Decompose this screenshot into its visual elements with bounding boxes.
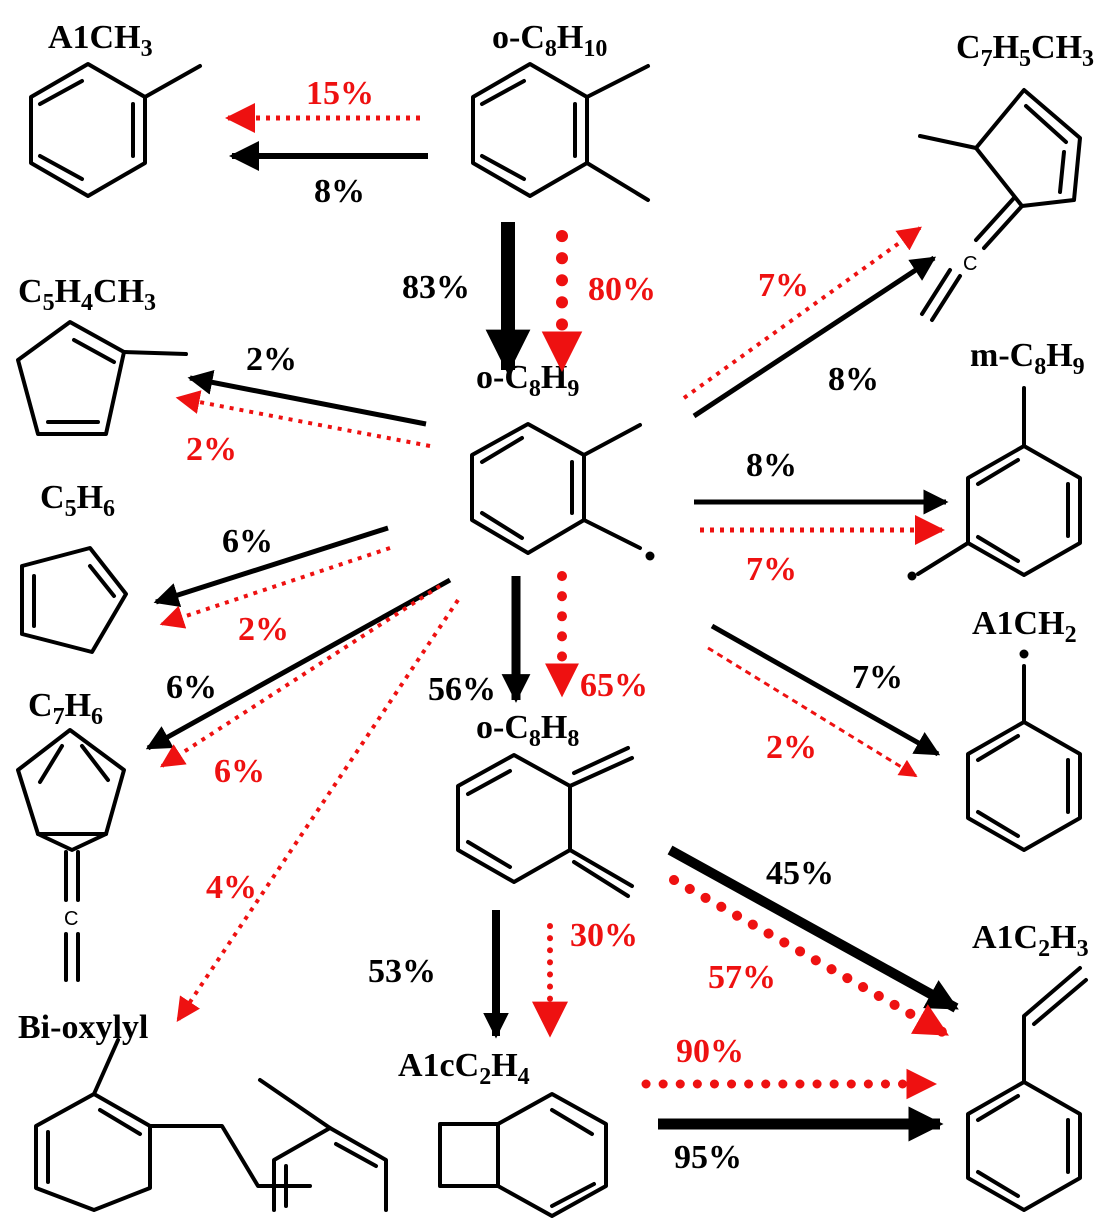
arrow-black-to-a1ch2 — [710, 623, 941, 757]
pct-c5h6-black: 6% — [222, 523, 273, 560]
radical-dot-o-c8h9 — [645, 551, 655, 561]
structure-o-c8h8 — [456, 746, 634, 898]
arrow-red-to-a1ch2 — [707, 646, 918, 778]
arrow-black-to-c5h6 — [153, 525, 389, 608]
label-m-c8h9: m-C8H9 — [970, 337, 1085, 380]
structure-c7h6: C — [16, 728, 126, 982]
arrow-black-to-c7h5ch3 — [692, 255, 937, 419]
pct-c7h6-black: 6% — [166, 669, 217, 706]
label-a1ch2: A1CH2 — [972, 605, 1077, 648]
arrow-black-to-c7h6 — [145, 577, 452, 751]
arrow-red-to-c5h4ch3 — [175, 390, 431, 448]
radical-dot-m-c8h9 — [907, 571, 917, 581]
pct-a1c2h3-from-oc8h8-red: 57% — [708, 959, 776, 996]
pct-a1ch2-black: 7% — [852, 659, 903, 696]
structure-o-c8h9 — [470, 422, 655, 561]
pct-a1cc2h4-red: 30% — [570, 917, 638, 954]
pct-oc8h9-black: 83% — [402, 269, 470, 306]
structure-c5h6 — [20, 546, 128, 654]
pct-oc8h8-black: 56% — [428, 671, 496, 708]
atom-c-c7h5ch3: C — [963, 253, 977, 275]
label-o-c8h10: o-C8H10 — [492, 19, 607, 62]
atom-c-c7h6: C — [64, 908, 78, 930]
arrow-red-oc8h8-to-a1c2h3 — [669, 875, 951, 1039]
pct-c5h6-red: 2% — [238, 611, 289, 648]
label-c5h4ch3: C5H4CH3 — [18, 273, 156, 316]
structure-o-c8h10 — [471, 62, 650, 202]
label-c7h5ch3: C7H5CH3 — [956, 29, 1094, 72]
pct-a1ch2-red: 2% — [766, 729, 817, 766]
pct-a1c2h3-from-a1cc2h4-black: 95% — [674, 1139, 742, 1176]
structure-bi-oxylyl — [34, 1038, 388, 1212]
pct-a1c2h3-from-a1cc2h4-red: 90% — [676, 1033, 744, 1070]
structure-c5h4ch3 — [16, 320, 188, 436]
pct-oc8h9-red: 80% — [588, 271, 656, 308]
label-c7h6: C7H6 — [28, 687, 103, 730]
pct-c5h4ch3-black: 2% — [246, 341, 297, 378]
structure-a1ch3 — [29, 62, 202, 198]
pct-oc8h8-red: 65% — [580, 667, 648, 704]
pct-c5h4ch3-red: 2% — [186, 431, 237, 468]
arrow-black-to-c5h4ch3 — [187, 370, 427, 427]
pct-c7h5ch3-black: 8% — [828, 361, 879, 398]
pct-a1cc2h4-black: 53% — [368, 953, 436, 990]
structure-a1c2h3 — [966, 966, 1088, 1212]
pct-a1ch3-black: 8% — [314, 173, 365, 210]
label-bi-oxylyl: Bi-oxylyl — [18, 1009, 148, 1046]
structure-m-c8h9 — [907, 386, 1082, 581]
pct-bioxylyl-red: 4% — [206, 869, 257, 906]
arrow-red-to-c7h5ch3 — [682, 226, 922, 400]
arrow-black-oc8h8-to-a1c2h3 — [667, 845, 959, 1013]
pct-c7h6-red: 6% — [214, 753, 265, 790]
label-c5h6: C5H6 — [40, 479, 115, 522]
pct-mc8h9-red: 7% — [746, 551, 797, 588]
arrow-red-to-bi-oxylyl — [176, 598, 460, 1022]
pct-a1ch3-red: 15% — [306, 75, 374, 112]
pct-mc8h9-black: 8% — [746, 447, 797, 484]
label-a1cc2h4: A1cC2H4 — [398, 1047, 530, 1090]
structure-a1ch2 — [966, 649, 1082, 852]
label-o-c8h8: o-C8H8 — [476, 709, 579, 752]
label-a1ch3: A1CH3 — [48, 19, 153, 62]
structure-c7h5ch3: C — [918, 88, 1082, 322]
arrow-red-to-c5h6 — [159, 546, 391, 629]
label-a1c2h3: A1C2H3 — [972, 919, 1089, 962]
pct-a1c2h3-from-oc8h8-black: 45% — [766, 855, 834, 892]
pct-c7h5ch3-red: 7% — [758, 267, 809, 304]
radical-dot-a1ch2 — [1019, 649, 1029, 659]
label-o-c8h9: o-C8H9 — [476, 359, 579, 402]
structure-a1cc2h4 — [438, 1092, 608, 1218]
